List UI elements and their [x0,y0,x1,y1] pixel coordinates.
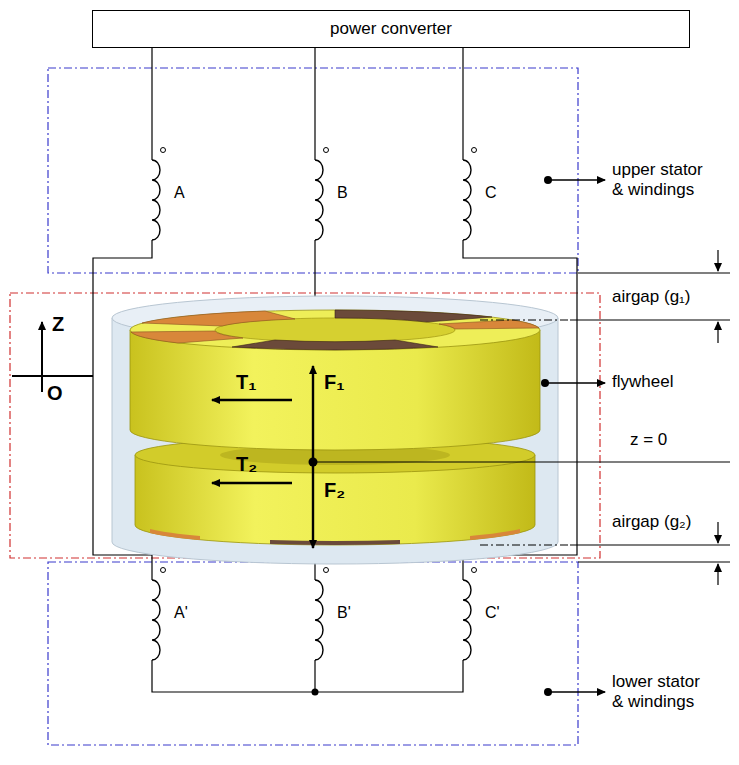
torque-label: T₂ [236,452,257,476]
flywheel-shell [112,296,558,564]
reference-line [313,461,730,462]
leader-line [545,180,605,692]
part-label: flywheel [612,372,673,392]
part-label: upper stator & windings [612,160,710,201]
upper-rotor [130,310,540,450]
phase-label: A' [174,603,188,622]
torque-label: T₁ [236,370,257,394]
leader-dot [541,176,552,696]
lower-stator-region [48,562,578,745]
phase-label: B [337,183,348,202]
force-label: F₁ [324,370,345,394]
part-label: lower stator & windings [612,672,710,713]
axis-label: O [47,381,63,405]
flywheel-region [10,293,600,558]
phase-label: C [485,183,497,202]
dimension-label: airgap (g₂) [612,512,691,532]
box-label: power converter [330,19,452,39]
dimension-line [480,250,730,585]
wiring [93,48,577,692]
lower-rotor [135,437,535,545]
phase-label: C' [485,603,500,622]
neutral-point [312,689,319,696]
reference-label: z = 0 [630,430,667,450]
upper-stator-region [48,68,578,273]
converter-box: power converter [92,10,690,48]
dimension-label: airgap (g₁) [612,287,691,307]
phase-label: A [174,183,185,202]
axis-label: Z [52,312,64,336]
phase-label: B' [337,603,351,622]
force-label: F₂ [324,478,345,502]
force-arrow [212,366,313,548]
